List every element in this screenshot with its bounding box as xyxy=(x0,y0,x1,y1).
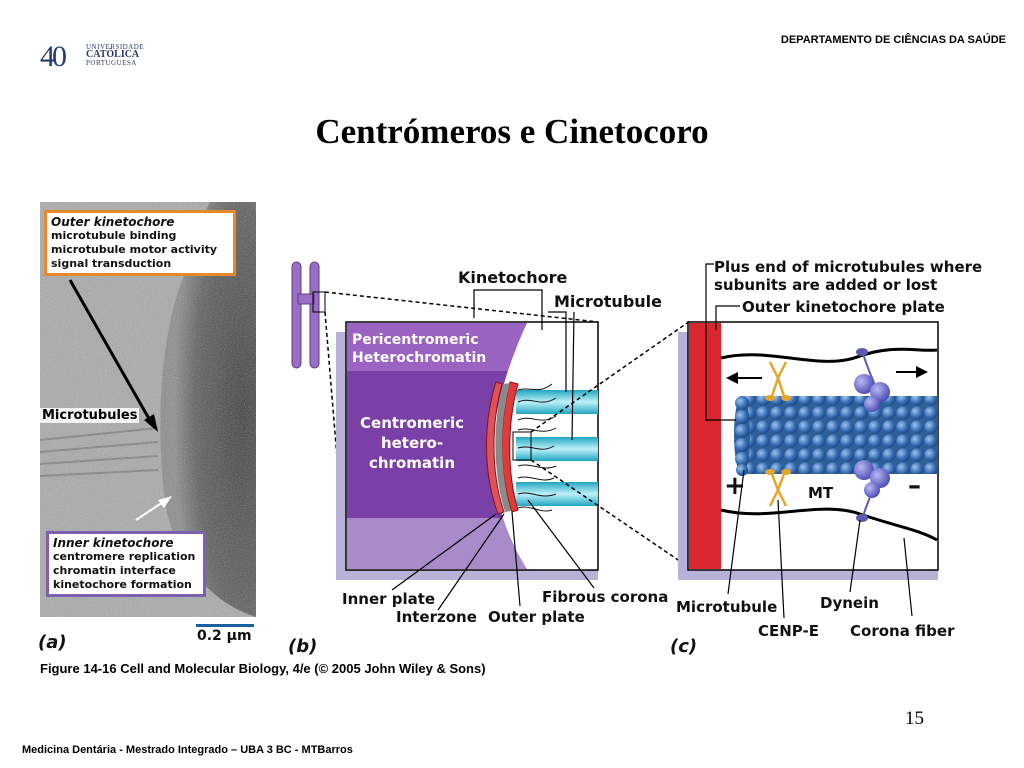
logo-line-2: CATÓLICA xyxy=(86,49,140,60)
panel-a-letter: (a) xyxy=(38,632,67,653)
scale-bar xyxy=(196,624,254,627)
mt-label: MT xyxy=(808,484,834,502)
slide-title: Centrómeros e Cinetocoro xyxy=(315,112,709,151)
panel-b-letter: (b) xyxy=(288,636,317,657)
logo-text: UNIVERSIDADE CATÓLICA PORTUGUESA xyxy=(86,43,144,67)
outer-kinetochore-title: Outer kinetochore xyxy=(51,215,175,229)
panel-b-diagram xyxy=(336,321,599,580)
page-number: 15 xyxy=(905,708,924,729)
outer-kinetochore-box: Outer kinetochore microtubule binding mi… xyxy=(44,210,236,276)
microtubule-label-b: Microtubule xyxy=(554,292,662,311)
corona-fiber-label: Corona fiber xyxy=(850,622,955,640)
inner-kinetochore-box: Inner kinetochore centromere replication… xyxy=(46,531,206,597)
dynein-label: Dynein xyxy=(820,594,879,612)
chromatin-label: chromatin xyxy=(369,454,455,472)
outer-function-1: microtubule binding xyxy=(51,229,177,242)
figure-caption: Figure 14-16 Cell and Molecular Biology,… xyxy=(40,661,486,676)
cenp-e-label: CENP-E xyxy=(758,622,819,640)
minus-end-sign: – xyxy=(908,471,921,501)
inner-function-1: centromere replication xyxy=(53,550,196,563)
logo-line-1: UNIVERSIDADE xyxy=(86,43,145,51)
panel-c-letter: (c) xyxy=(670,636,697,657)
plus-end-sign: + xyxy=(724,471,746,501)
inner-function-3: kinetochore formation xyxy=(53,578,192,591)
microtubule-label-c: Microtubule xyxy=(676,598,777,616)
footer-text: Medicina Dentária - Mestrado Integrado –… xyxy=(22,744,353,756)
outer-kinetochore-plate-label: Outer kinetochore plate xyxy=(742,298,945,316)
outer-function-3: signal transduction xyxy=(51,257,172,270)
scale-label: 0.2 μm xyxy=(197,628,252,644)
interzone-label: Interzone xyxy=(396,608,477,626)
outer-function-2: microtubule motor activity xyxy=(51,243,218,256)
logo-line-3: PORTUGUESA xyxy=(86,59,137,67)
chromosome-icon xyxy=(291,261,326,369)
heterochromatin-label: Heterochromatin xyxy=(352,350,486,366)
micrograph-panel: Outer kinetochore microtubule binding mi… xyxy=(40,202,256,617)
panel-c-diagram xyxy=(678,321,939,580)
outer-plate-label-b: Outer plate xyxy=(488,608,585,626)
centromeric-label: Centromeric xyxy=(360,414,464,432)
fibrous-corona-label: Fibrous corona xyxy=(542,588,668,606)
logo-number: 40 xyxy=(40,40,67,73)
plus-end-label-1: Plus end of microtubules where xyxy=(714,258,982,276)
microtubules-label: Microtubules xyxy=(40,408,140,423)
inner-function-2: chromatin interface xyxy=(53,564,176,577)
inner-plate-label: Inner plate xyxy=(342,590,435,608)
department-name: DEPARTAMENTO DE CIÊNCIAS DA SAÚDE xyxy=(780,34,1006,46)
plus-end-label-2: subunits are added or lost xyxy=(714,276,937,294)
pericentromeric-label: Pericentromeric xyxy=(352,332,479,348)
inner-kinetochore-title: Inner kinetochore xyxy=(53,536,174,550)
kinetochore-label: Kinetochore xyxy=(458,268,568,287)
university-logo: 40 UNIVERSIDADE CATÓLICA PORTUGUESA xyxy=(40,40,144,74)
hetero-label: hetero- xyxy=(381,434,443,452)
